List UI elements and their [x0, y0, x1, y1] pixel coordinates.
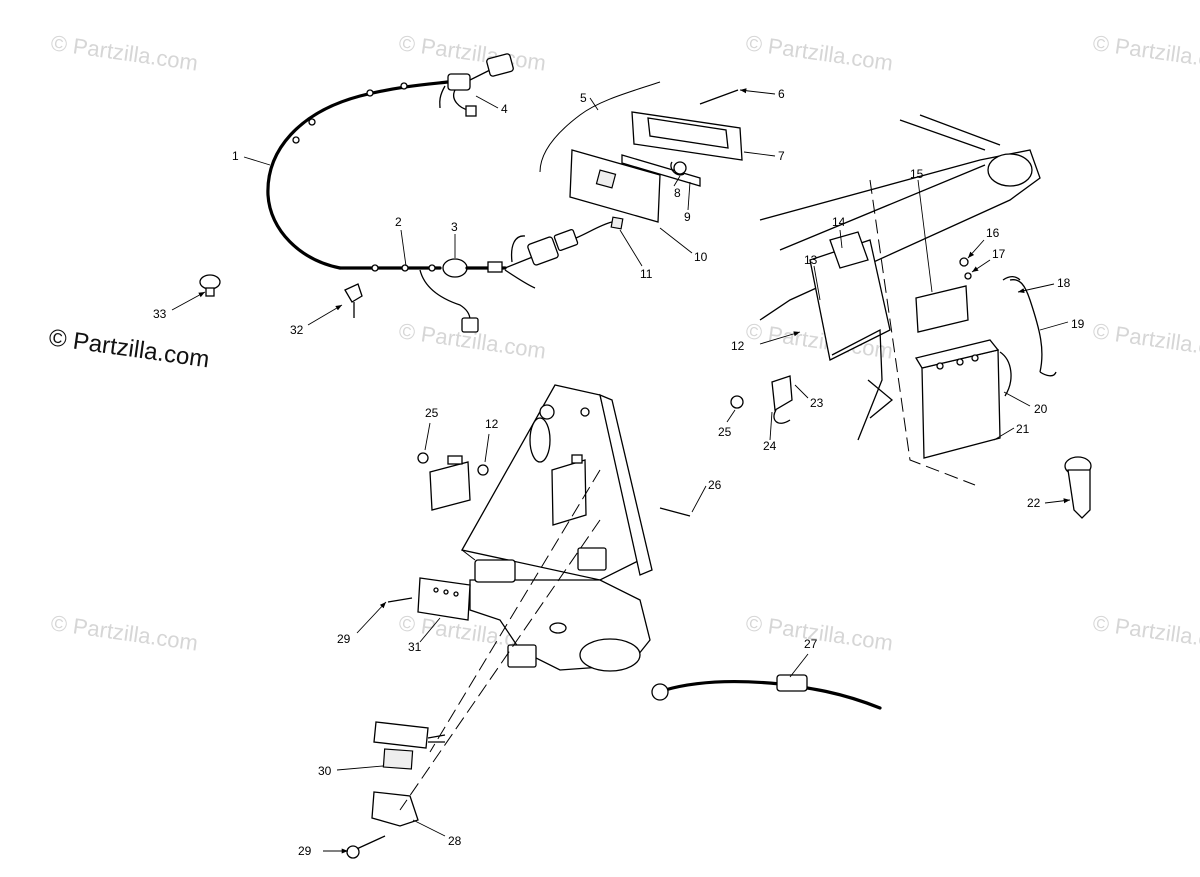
relay-box [417, 452, 587, 526]
callout-label: 20 [1034, 402, 1048, 416]
callout-label: 23 [810, 396, 824, 410]
wiring-harness [266, 53, 613, 333]
callout-label: 22 [1027, 496, 1041, 510]
tail-lamp-bracket [417, 577, 471, 621]
battery-group [914, 257, 1057, 459]
callout-label: 15 [910, 167, 924, 181]
dashed-guide [429, 469, 601, 753]
callout-label: 17 [992, 247, 1006, 261]
tail-light-assembly [539, 81, 743, 230]
watermark: © Partzilla.com [744, 610, 894, 655]
callout-label: 25 [425, 406, 439, 420]
rear-frame [759, 114, 1041, 441]
watermark: © Partzilla.com [49, 30, 199, 75]
callout-label: 12 [731, 339, 745, 353]
callout-label: 8 [674, 186, 681, 200]
callout-label: 14 [832, 215, 846, 229]
misc-parts [199, 274, 1092, 710]
watermark-main: © Partzilla.com [47, 324, 211, 373]
dashed-guide [399, 519, 601, 811]
callout-label: 29 [298, 844, 312, 858]
watermark: © Partzilla.com [1091, 610, 1200, 655]
callout-label: 5 [580, 91, 587, 105]
callout-label: 25 [718, 425, 732, 439]
callout-label: 19 [1071, 317, 1085, 331]
callout-label: 26 [708, 478, 722, 492]
watermark: © Partzilla.com [1091, 318, 1200, 363]
callout-label: 2 [395, 215, 402, 229]
frame-center [461, 384, 653, 672]
watermark: © Partzilla.com [744, 30, 894, 75]
callout-label: 30 [318, 764, 332, 778]
callout-label: 4 [501, 102, 508, 116]
watermark: © Partzilla.com [397, 30, 547, 75]
callout-label: 6 [778, 87, 785, 101]
watermark: © Partzilla.com [49, 610, 199, 655]
leader-lines [171, 88, 1071, 854]
callout-label: 16 [986, 226, 1000, 240]
callout-label: 3 [451, 220, 458, 234]
watermark: © Partzilla.com [1091, 30, 1200, 75]
callout-label: 33 [153, 307, 167, 321]
callout-numbers: 1 2 3 4 5 6 7 8 9 10 11 12 13 14 15 16 1… [153, 87, 1085, 858]
callout-label: 11 [640, 267, 653, 281]
dashed-guide [869, 179, 976, 486]
callout-label: 13 [804, 253, 818, 267]
callout-label: 9 [684, 210, 691, 224]
callout-label: 28 [448, 834, 462, 848]
callout-label: 7 [778, 149, 785, 163]
callout-label: 21 [1016, 422, 1030, 436]
callout-label: 31 [408, 640, 422, 654]
callout-label: 1 [232, 149, 239, 163]
callout-label: 10 [694, 250, 708, 264]
callout-label: 32 [290, 323, 304, 337]
callout-label: 24 [763, 439, 777, 453]
callout-label: 12 [485, 417, 499, 431]
license-light [346, 721, 446, 859]
callout-label: 18 [1057, 276, 1071, 290]
callout-label: 29 [337, 632, 351, 646]
callout-label: 27 [804, 637, 818, 651]
